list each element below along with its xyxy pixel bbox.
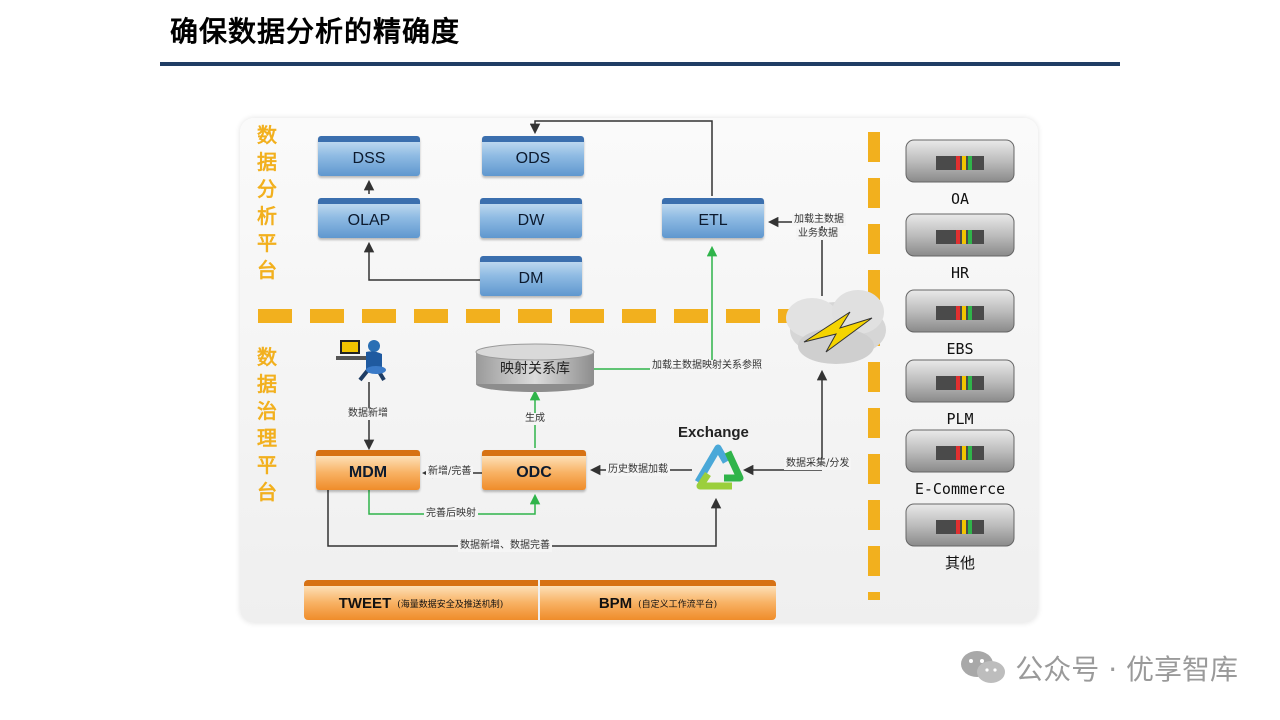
bottom-bar-tweet-name: TWEET [338, 594, 392, 612]
edge-label-data-add: 数据新增 [346, 408, 390, 420]
edge-label-collect-distribute: 数据采集/分发 [784, 458, 852, 470]
system-servers [905, 139, 1015, 547]
edge-label-improved-mapping: 完善后映射 [424, 508, 478, 520]
watermark: 公众号 · 优享智库 [959, 648, 1238, 688]
edge-label-generate: 生成 [523, 413, 547, 425]
bottom-bar-tweet: TWEET (海量数据安全及推送机制) [304, 580, 538, 620]
bottom-bar-bpm-sub: (自定义工作流平台) [638, 599, 718, 610]
bottom-bar-bpm: BPM (自定义工作流平台) [540, 580, 776, 620]
node-mapping-db: 映射关系库 [500, 361, 570, 377]
edge-label-load-master: 加载主数据 [792, 214, 846, 226]
node-dss: DSS [318, 136, 420, 176]
system-label-other: 其他 [944, 554, 975, 572]
watermark-text: 公众号 · 优享智库 [1015, 653, 1238, 686]
system-label-oa: OA [950, 190, 970, 208]
node-ods: ODS [482, 136, 584, 176]
operator-icon [336, 340, 386, 382]
system-label-ebs: EBS [946, 340, 974, 358]
node-dm: DM [480, 256, 582, 296]
node-exchange: Exchange [678, 424, 749, 441]
bottom-bar-tweet-sub: (海量数据安全及推送机制) [397, 599, 504, 610]
network-cloud-icon [786, 290, 886, 364]
exchange-icon [694, 444, 744, 490]
node-olap: OLAP [318, 198, 420, 238]
system-label-ecommerce: E-Commerce [914, 480, 1006, 498]
edge-label-load-mapping: 加载主数据映射关系参照 [650, 360, 764, 372]
node-odc: ODC [482, 450, 586, 490]
section-label-analysis: 数据分析平台 [257, 123, 277, 282]
node-etl: ETL [662, 198, 764, 238]
system-label-hr: HR [950, 264, 970, 282]
edge-label-business-data: 业务数据 [796, 228, 840, 240]
system-label-plm: PLM [946, 410, 974, 428]
edge-label-add-and-improve: 数据新增、数据完善 [458, 540, 552, 552]
bottom-bar-bpm-name: BPM [598, 594, 633, 612]
wechat-icon [961, 651, 1006, 683]
node-mdm: MDM [316, 450, 420, 490]
edge-label-history-load: 历史数据加载 [606, 464, 670, 476]
page-title: 确保数据分析的精确度 [170, 15, 461, 48]
edge-label-add-improve: 新增/完善 [426, 466, 474, 478]
node-dw: DW [480, 198, 582, 238]
mapping-db-cylinder [475, 343, 595, 392]
section-label-governance: 数据治理平台 [257, 345, 277, 504]
title-divider [160, 62, 1120, 66]
